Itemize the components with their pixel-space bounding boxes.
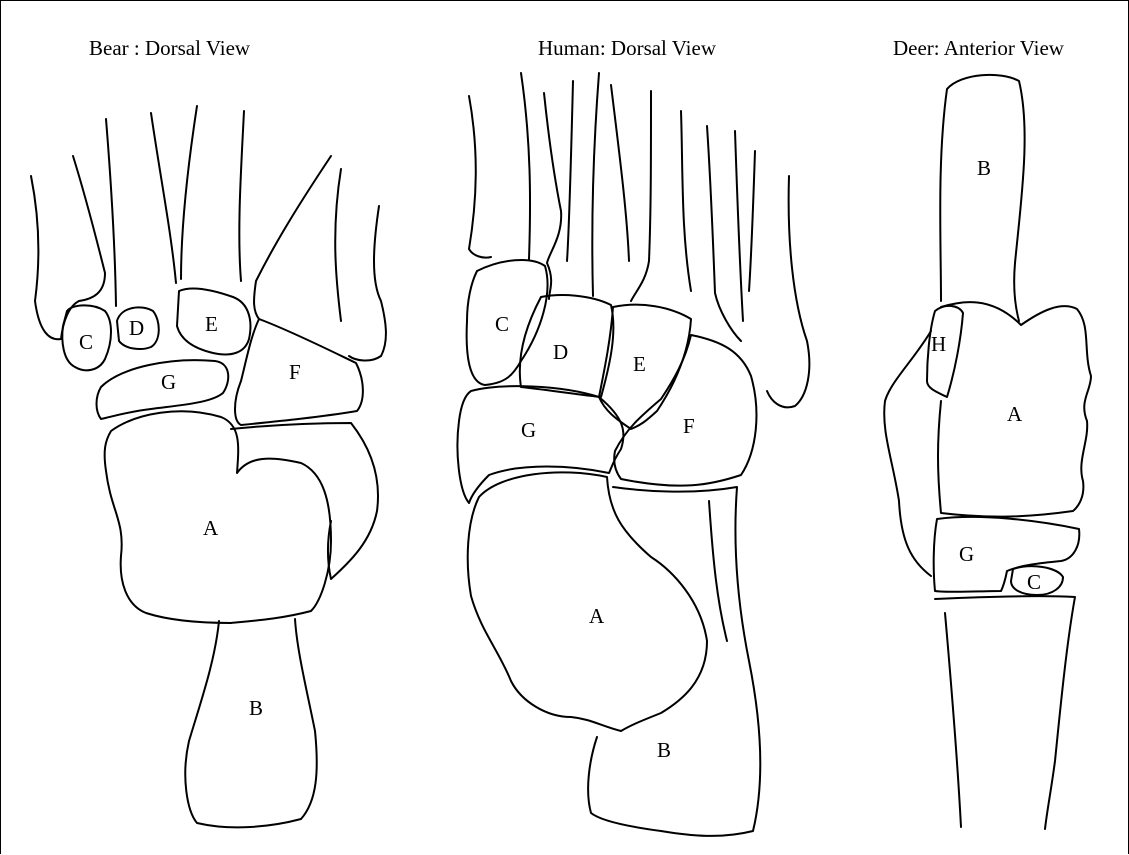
bear-calcaneus-body bbox=[231, 423, 378, 579]
bear-metatarsal-1 bbox=[31, 156, 105, 339]
bear-label-d: D bbox=[129, 316, 144, 340]
deer-cannon-lower bbox=[935, 596, 1075, 829]
deer-calcaneus-outer bbox=[884, 331, 931, 576]
deer-label-b: B bbox=[977, 156, 991, 180]
bear-label-e: E bbox=[205, 312, 218, 336]
deer-panel: Deer: Anterior View B H A G C bbox=[884, 36, 1091, 829]
deer-panel-title: Deer: Anterior View bbox=[893, 36, 1065, 60]
bear-metatarsal-2 bbox=[106, 113, 176, 306]
human-calcaneus-process bbox=[709, 501, 727, 641]
bear-label-c: C bbox=[79, 330, 93, 354]
human-metatarsal-5 bbox=[707, 126, 743, 341]
bear-label-b: B bbox=[249, 696, 263, 720]
human-metatarsal-5b bbox=[749, 151, 809, 407]
bear-metatarsal-3 bbox=[181, 106, 244, 281]
human-label-a: A bbox=[589, 604, 605, 628]
human-tarsal-g bbox=[457, 386, 623, 503]
bear-label-f: F bbox=[289, 360, 301, 384]
human-calcaneus-b bbox=[588, 487, 760, 836]
deer-label-c: C bbox=[1027, 570, 1041, 594]
human-label-b: B bbox=[657, 738, 671, 762]
deer-tarsal-g bbox=[934, 517, 1080, 592]
deer-cannon-b bbox=[940, 75, 1024, 321]
human-metatarsal-4 bbox=[631, 91, 691, 301]
deer-label-h: H bbox=[931, 332, 946, 356]
human-label-g: G bbox=[521, 418, 536, 442]
bear-metatarsal-5 bbox=[349, 206, 386, 361]
human-panel: Human: Dorsal View C D E F G A B bbox=[457, 36, 809, 836]
bear-calcaneus-b bbox=[185, 619, 316, 827]
bear-metatarsal-4 bbox=[254, 156, 341, 321]
human-label-c: C bbox=[495, 312, 509, 336]
bear-panel: Bear : Dorsal View C D E F G A B bbox=[31, 36, 386, 827]
bear-panel-title: Bear : Dorsal View bbox=[89, 36, 251, 60]
human-panel-title: Human: Dorsal View bbox=[538, 36, 717, 60]
deer-label-a: A bbox=[1007, 402, 1023, 426]
human-metatarsal-1 bbox=[469, 73, 530, 259]
human-label-f: F bbox=[683, 414, 695, 438]
bear-label-a: A bbox=[203, 516, 219, 540]
bear-label-g: G bbox=[161, 370, 176, 394]
human-metatarsal-3 bbox=[567, 73, 629, 296]
human-label-d: D bbox=[553, 340, 568, 364]
deer-label-g: G bbox=[959, 542, 974, 566]
human-label-e: E bbox=[633, 352, 646, 376]
human-talus-a bbox=[468, 472, 707, 731]
